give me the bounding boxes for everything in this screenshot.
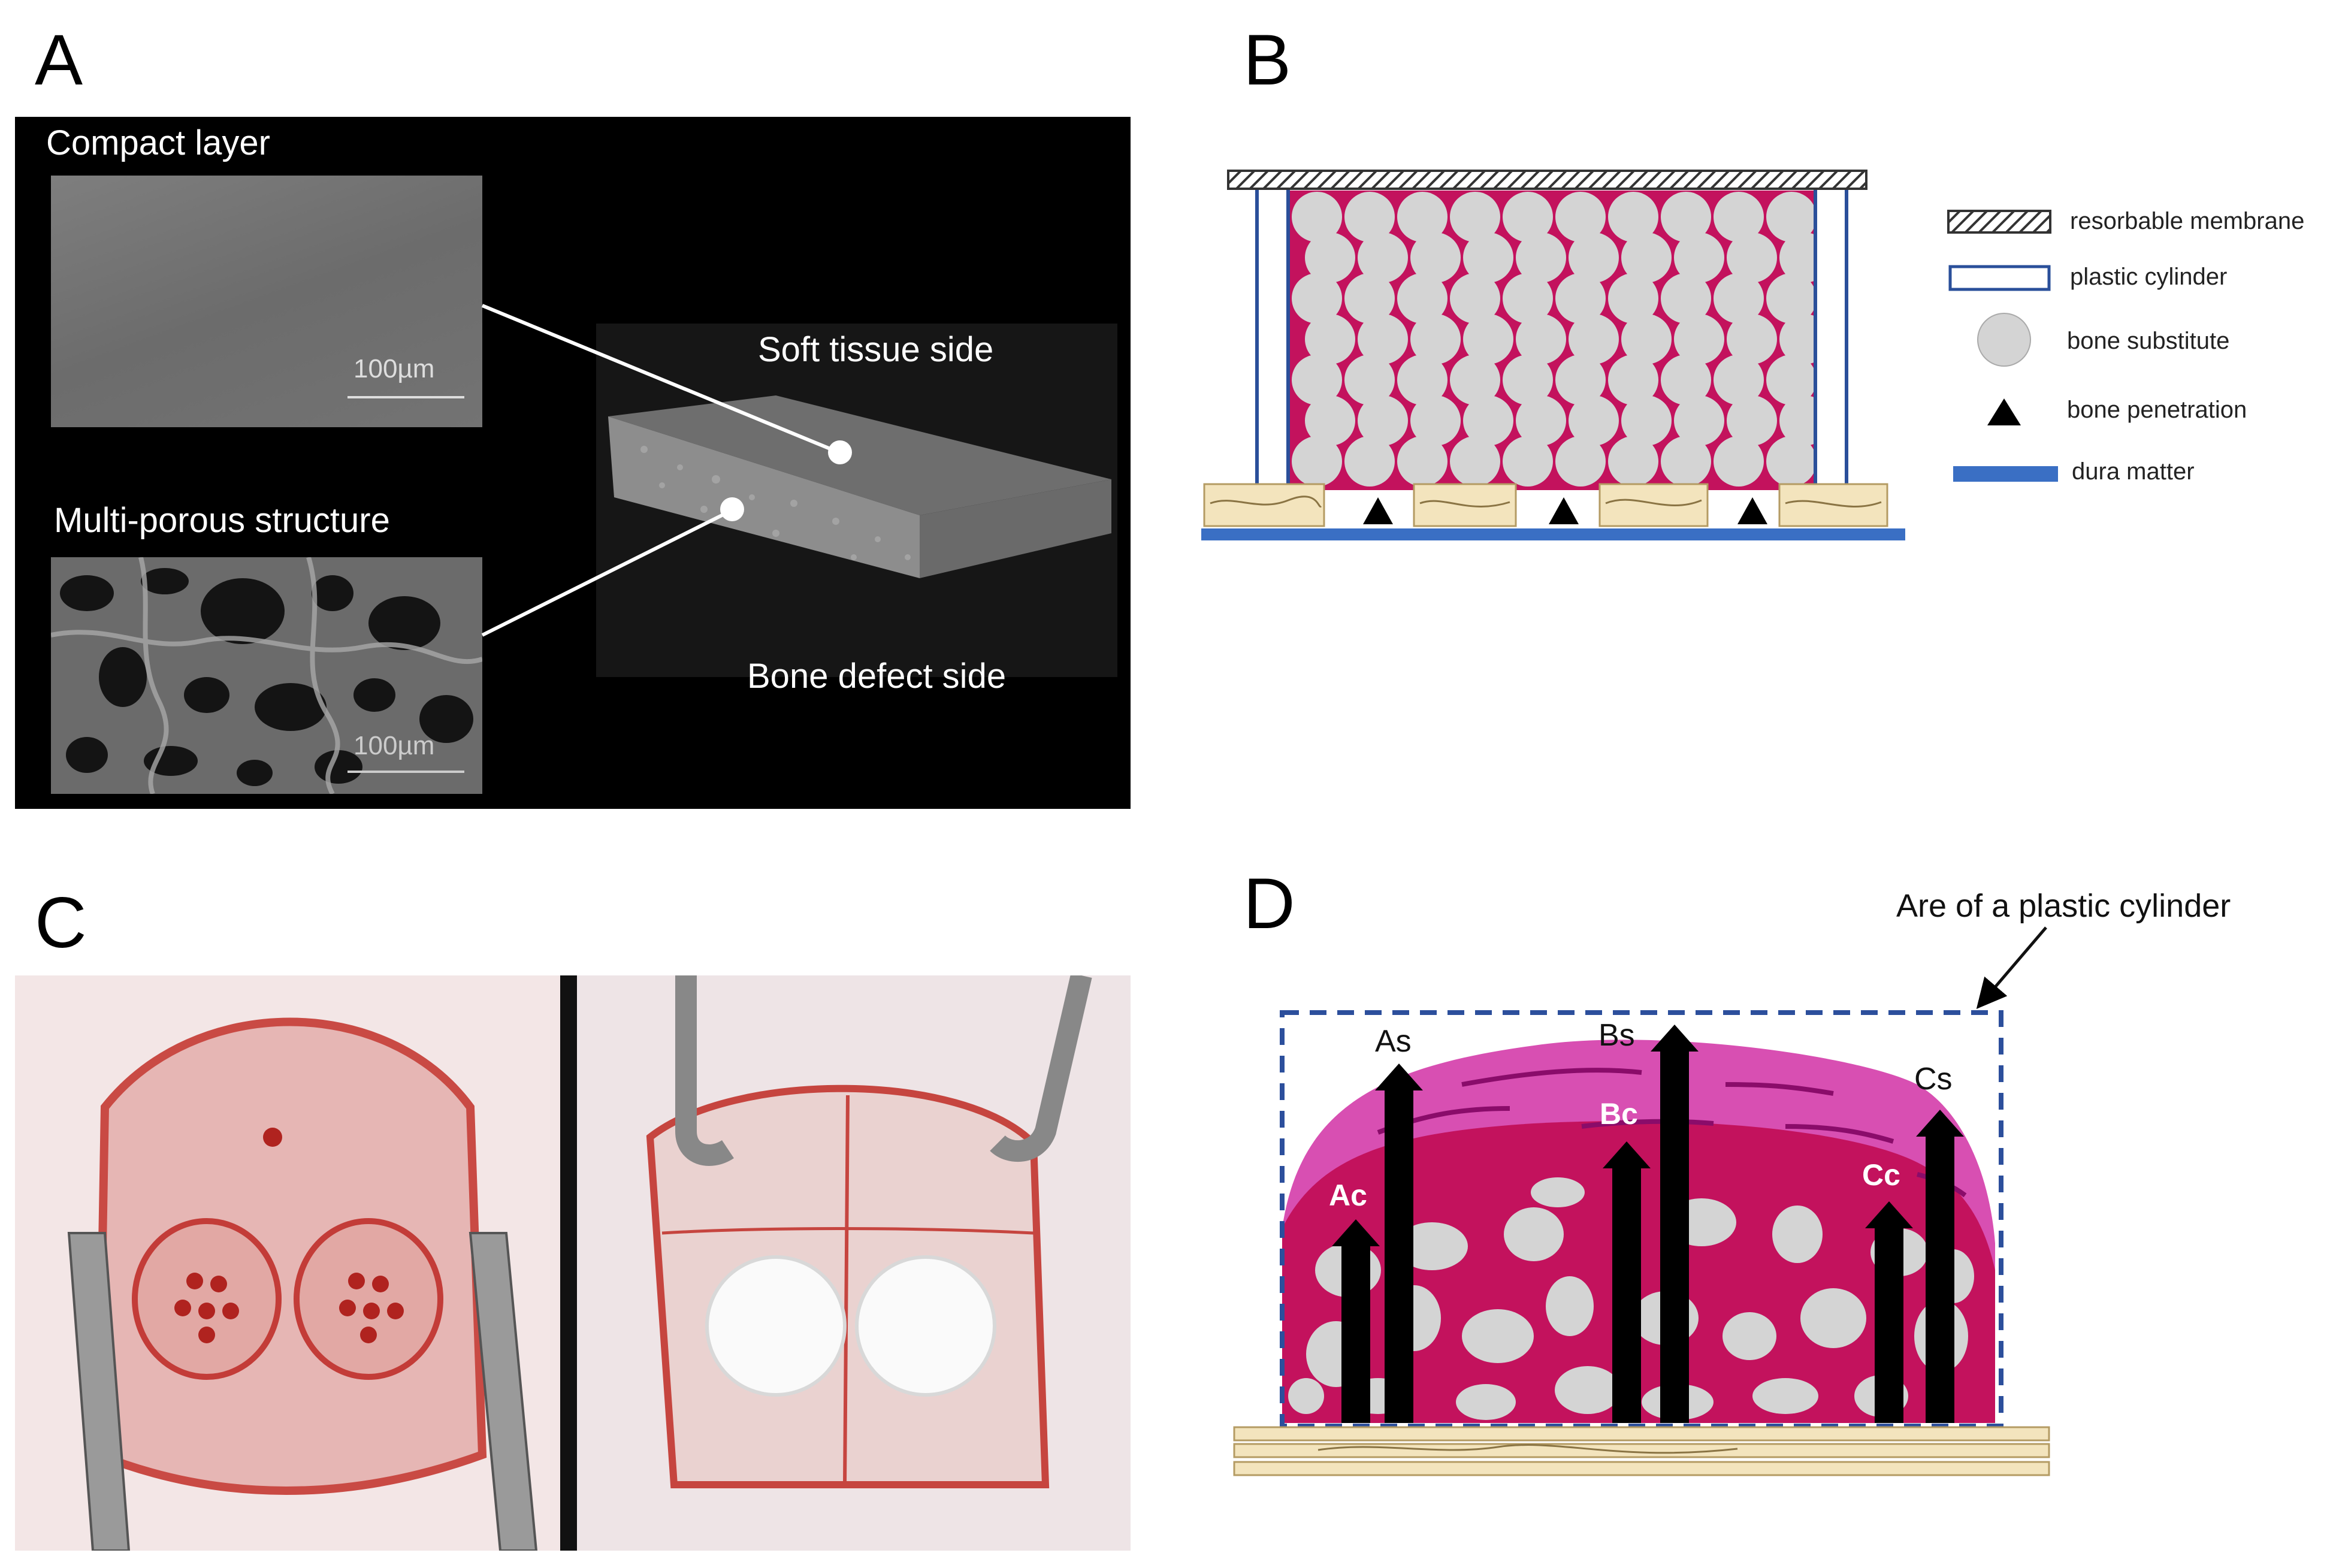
arrow-label-cs: Cs [1914, 1062, 1953, 1096]
substitute-particle-d [1772, 1206, 1823, 1263]
substitute-particle-d [1752, 1378, 1818, 1414]
substitute-particle-d [1531, 1177, 1585, 1207]
arrow-label-ac: Ac [1329, 1179, 1367, 1212]
cylinder-area-callout: Are of a plastic cylinder [1896, 888, 2231, 924]
arrow-label-bs: Bs [1598, 1018, 1635, 1053]
callout-arrow [1986, 927, 2046, 998]
arrow-label-cc: Cc [1862, 1158, 1900, 1192]
substitute-particle-d [1555, 1366, 1621, 1414]
arrow-label-as: As [1375, 1024, 1412, 1059]
arrow-label-bc: Bc [1600, 1097, 1638, 1131]
substitute-particle-d [1546, 1276, 1594, 1336]
substitute-particle-d [1504, 1207, 1564, 1261]
substitute-particle-d [1456, 1384, 1516, 1420]
substitute-particle-d [1722, 1312, 1776, 1360]
skull-bone-d [1234, 1427, 2049, 1475]
substitute-particle-d [1288, 1378, 1324, 1414]
substitute-particle-d [1462, 1309, 1534, 1363]
substitute-particle-d [1800, 1288, 1866, 1348]
